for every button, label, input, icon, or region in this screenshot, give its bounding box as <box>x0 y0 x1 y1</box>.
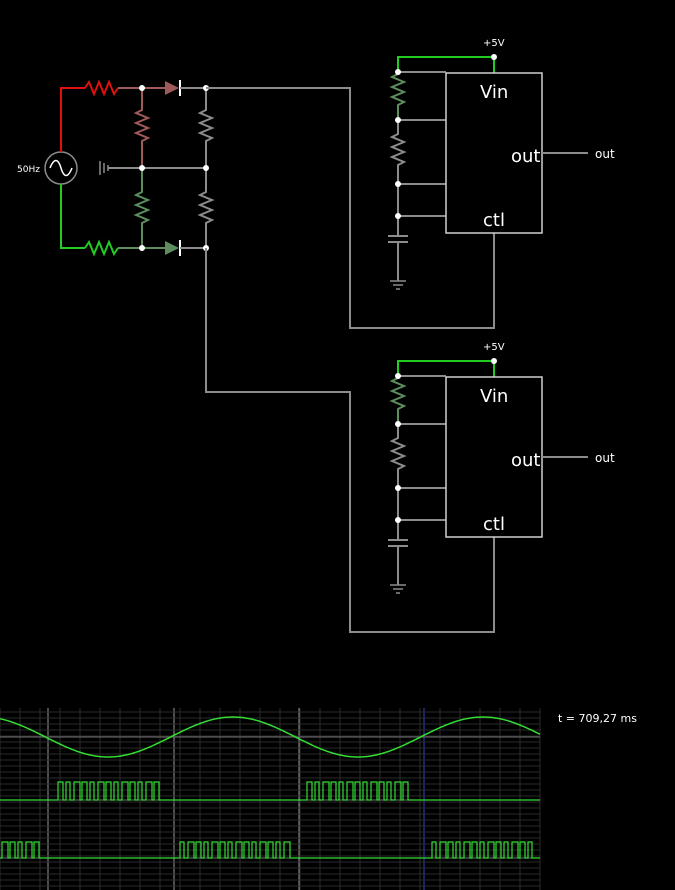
ground-symbol-bottom[interactable] <box>390 584 406 594</box>
chip-top-group: +5V Vin out ctl out <box>388 38 615 290</box>
pin-out-top: out <box>511 146 540 167</box>
scope-trace-pulse-top <box>0 781 540 801</box>
scope-panel[interactable] <box>0 708 541 890</box>
supply-label-bottom: +5V <box>483 342 505 353</box>
wire-to-chip-top <box>206 87 495 329</box>
resistor-r4[interactable] <box>133 168 151 248</box>
resistor-r5[interactable] <box>197 88 215 168</box>
resistor-top-a[interactable] <box>389 72 407 120</box>
resistor-bottom-a[interactable] <box>389 376 407 424</box>
supply-wire-top <box>397 56 495 73</box>
pin-ctl-bottom: ctl <box>483 514 505 535</box>
scope-grid <box>0 708 541 890</box>
wire-to-chip-bottom <box>205 248 495 633</box>
capacitor-top[interactable] <box>388 216 408 281</box>
output-label-bottom: out <box>595 451 615 465</box>
source-label: 50Hz <box>17 165 40 175</box>
pin-vin-top: Vin <box>480 82 508 103</box>
resistor-top-b[interactable] <box>389 120 407 216</box>
supply-wire-bottom <box>397 360 495 377</box>
scope-trace-pulse-bottom <box>0 841 540 859</box>
resistor-r3[interactable] <box>133 88 151 168</box>
resistor-bottom-b[interactable] <box>389 424 407 520</box>
scope-trace-sine <box>0 716 541 758</box>
chip-bottom-group: +5V Vin out ctl out <box>388 342 615 594</box>
hot-wire-upper <box>60 87 85 152</box>
resistor-r1[interactable] <box>84 79 119 97</box>
pin-out-bottom: out <box>511 450 540 471</box>
scope-traces <box>0 716 541 859</box>
supply-label-top: +5V <box>483 38 505 49</box>
capacitor-bottom[interactable] <box>388 520 408 585</box>
resistor-r2[interactable] <box>84 239 119 257</box>
ground-symbol-left[interactable] <box>99 161 206 175</box>
pin-ctl-top: ctl <box>483 210 505 231</box>
ground-symbol-top[interactable] <box>390 280 406 290</box>
ac-source[interactable] <box>44 151 78 185</box>
scope-time-readout: t = 709,27 ms <box>558 712 637 725</box>
output-label-top: out <box>595 147 615 161</box>
live-wire-lower <box>60 184 85 249</box>
diode-upper[interactable] <box>142 80 206 96</box>
resistor-r6[interactable] <box>197 168 215 248</box>
pin-vin-bottom: Vin <box>480 386 508 407</box>
diode-lower[interactable] <box>142 240 206 256</box>
